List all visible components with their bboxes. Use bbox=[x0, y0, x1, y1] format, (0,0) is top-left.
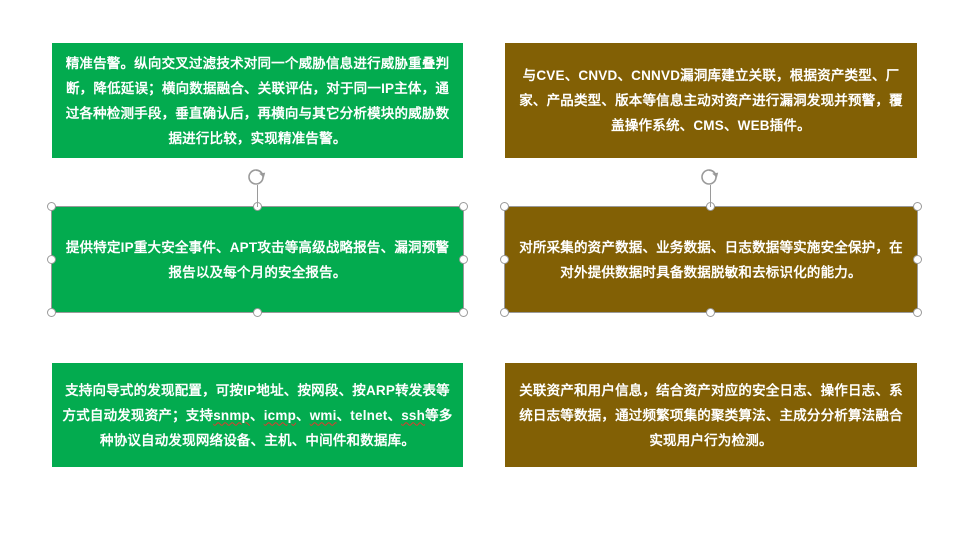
resize-handle-top-left[interactable] bbox=[47, 202, 56, 211]
shape-threat-alert-text: 精准告警。纵向交叉过滤技术对同一个威胁信息进行威胁重叠判断，降低延误；横向数据融… bbox=[65, 55, 450, 146]
spellcheck-word: wmi bbox=[309, 407, 337, 423]
resize-handle-bottom-center[interactable] bbox=[252, 308, 262, 317]
spellcheck-word: snmp bbox=[213, 407, 251, 423]
shape-reports[interactable]: 提供特定IP重大安全事件、APT攻击等高级战略报告、漏洞预警报告以及每个月的安全… bbox=[47, 169, 468, 317]
rotation-handle-stem bbox=[710, 185, 712, 207]
shape-asset-discovery[interactable]: 支持向导式的发现配置，可按IP地址、按网段、按ARP转发表等方式自动发现资产；支… bbox=[52, 363, 463, 467]
rotate-icon[interactable] bbox=[699, 167, 721, 189]
shape-vuln-db[interactable]: 与CVE、CNVD、CNNVD漏洞库建立关联，根据资产类型、厂家、产品类型、版本… bbox=[505, 43, 917, 158]
resize-handle-middle-right[interactable] bbox=[913, 254, 922, 264]
resize-handle-middle-left[interactable] bbox=[500, 254, 509, 264]
rotate-icon[interactable] bbox=[246, 167, 268, 189]
resize-handle-top-right[interactable] bbox=[913, 202, 922, 211]
resize-handle-bottom-left[interactable] bbox=[500, 308, 509, 317]
resize-handle-bottom-center[interactable] bbox=[706, 308, 715, 317]
shape-data-protection-text: 对所采集的资产数据、业务数据、日志数据等实施安全保护，在对外提供数据时具备数据脱… bbox=[519, 239, 903, 280]
shape-user-behavior[interactable]: 关联资产和用户信息，结合资产对应的安全日志、操作日志、系统日志等数据，通过频繁项… bbox=[505, 363, 917, 467]
shape-threat-alert[interactable]: 精准告警。纵向交叉过滤技术对同一个威胁信息进行威胁重叠判断，降低延误；横向数据融… bbox=[52, 43, 463, 158]
shape-asset-discovery-text: 支持向导式的发现配置，可按IP地址、按网段、按ARP转发表等方式自动发现资产；支… bbox=[62, 382, 453, 448]
shape-vuln-db-text: 与CVE、CNVD、CNNVD漏洞库建立关联，根据资产类型、厂家、产品类型、版本… bbox=[519, 68, 903, 133]
resize-handle-top-right[interactable] bbox=[459, 202, 468, 211]
rotation-handle-stem bbox=[256, 185, 258, 207]
resize-handle-bottom-left[interactable] bbox=[47, 308, 56, 317]
resize-handle-top-left[interactable] bbox=[500, 202, 509, 211]
rotation-handle-wrapper[interactable] bbox=[701, 169, 719, 207]
resize-handle-bottom-right[interactable] bbox=[913, 308, 922, 317]
resize-handle-middle-right[interactable] bbox=[459, 254, 468, 264]
shape-data-protection[interactable]: 对所采集的资产数据、业务数据、日志数据等实施安全保护，在对外提供数据时具备数据脱… bbox=[500, 169, 922, 317]
shape-reports-text: 提供特定IP重大安全事件、APT攻击等高级战略报告、漏洞预警报告以及每个月的安全… bbox=[65, 239, 450, 280]
resize-handle-middle-left[interactable] bbox=[47, 254, 56, 264]
spellcheck-word: ssh bbox=[401, 407, 426, 423]
shape-user-behavior-text: 关联资产和用户信息，结合资产对应的安全日志、操作日志、系统日志等数据，通过频繁项… bbox=[519, 382, 903, 448]
rotation-handle-wrapper[interactable] bbox=[247, 169, 265, 207]
resize-handle-bottom-right[interactable] bbox=[459, 308, 468, 317]
spellcheck-word: icmp bbox=[263, 407, 297, 423]
